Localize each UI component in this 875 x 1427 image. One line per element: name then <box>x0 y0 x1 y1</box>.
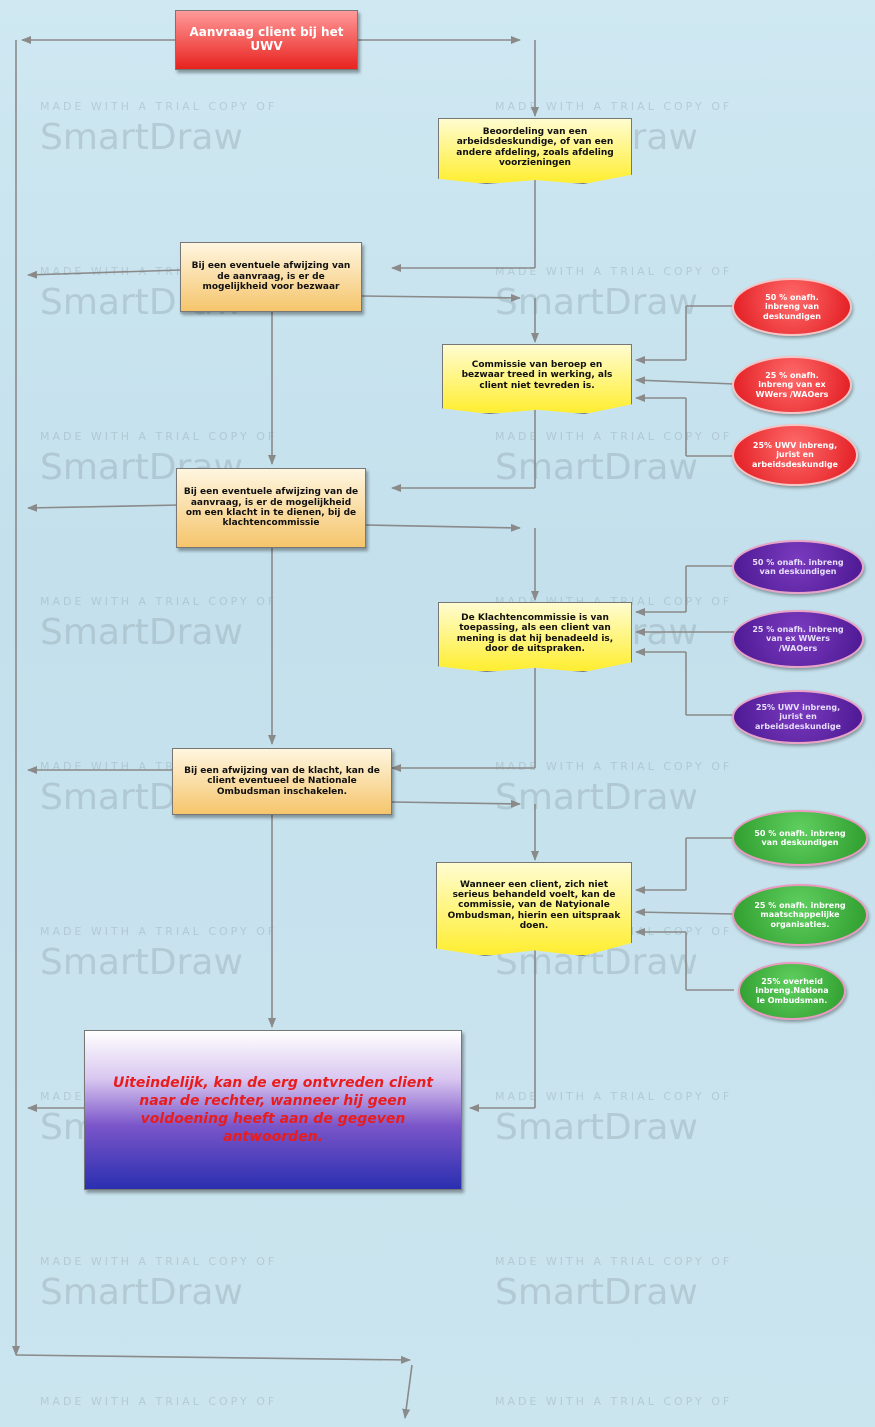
oval-purple-2: 25 % onafh. inbreng van ex WWers /WAOers <box>732 610 864 668</box>
klacht-node: Bij een eventuele afwijzing van de aanvr… <box>176 468 366 548</box>
ombudsman-node: Bij een afwijzing van de klacht, kan de … <box>172 748 392 815</box>
oval-purple-3: 25% UWV inbreng, jurist en arbeidsdeskun… <box>732 690 864 744</box>
start-node: Aanvraag client bij het UWV <box>175 10 358 70</box>
oval-purple-1: 50 % onafh. inbreng van deskundigen <box>732 540 864 594</box>
oval-green-1: 50 % onafh. inbreng van deskundigen <box>732 810 868 866</box>
oval-red-1: 50 % onafh. inbreng van deskundigen <box>732 278 852 336</box>
final-node: Uiteindelijk, kan de erg ontvreden clien… <box>84 1030 462 1190</box>
oval-green-3: 25% overheid inbreng.Nationa le Ombudsma… <box>738 962 846 1020</box>
bezwaar-node: Bij een eventuele afwijzing van de aanvr… <box>180 242 362 312</box>
oval-red-2: 25 % onafh. inbreng van ex WWers /WAOers <box>732 356 852 414</box>
commissie-node: Commissie van beroep en bezwaar treed in… <box>442 344 632 414</box>
wanneer-node: Wanneer een client, zich niet serieus be… <box>436 862 632 956</box>
klachtencommissie-node: De Klachtencommissie is van toepassing, … <box>438 602 632 672</box>
oval-red-3: 25% UWV inbreng, jurist en arbeidsdeskun… <box>732 424 858 486</box>
oval-green-2: 25 % onafh. inbreng maatschappelijke org… <box>732 884 868 946</box>
beoordeling-node: Beoordeling van een arbeidsdeskundige, o… <box>438 118 632 184</box>
